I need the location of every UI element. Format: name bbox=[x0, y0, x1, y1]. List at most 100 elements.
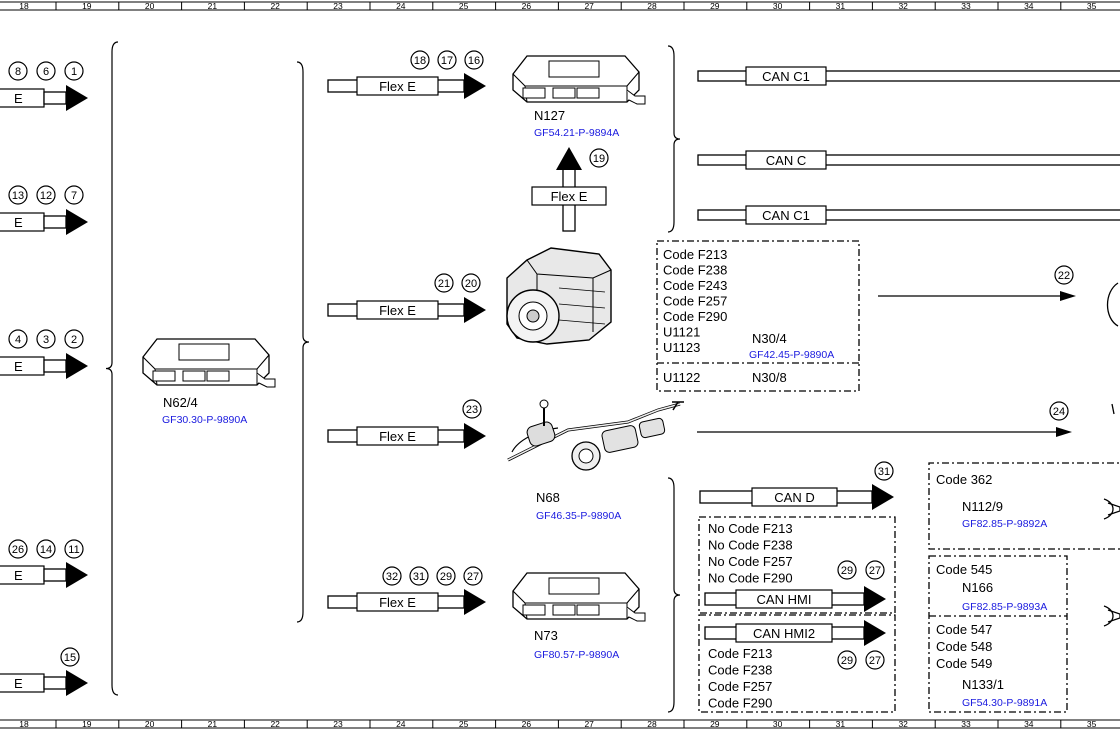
flex-e-label-box bbox=[356, 426, 439, 446]
right-edge-component bbox=[1106, 282, 1119, 327]
left-arrowhead bbox=[66, 85, 88, 111]
left-callout-circle bbox=[36, 61, 56, 81]
n127-ref: GF54.21-P-9894A bbox=[534, 127, 619, 139]
can-bus bbox=[697, 209, 1120, 221]
ruler-number: 29 bbox=[710, 719, 720, 729]
left-callout-number: 4 bbox=[15, 334, 21, 346]
plug-icon bbox=[1103, 605, 1120, 627]
left-arrowhead bbox=[66, 670, 88, 696]
callout-22-number: 22 bbox=[1058, 270, 1070, 282]
plug-icon-shape bbox=[1103, 605, 1120, 627]
left-callout-number: 2 bbox=[71, 334, 77, 346]
left-line-label: E bbox=[14, 91, 23, 106]
left-bus bbox=[43, 215, 67, 229]
plug-icon-shape bbox=[1103, 498, 1120, 520]
n62-name: N62/4 bbox=[163, 395, 198, 410]
left-bus bbox=[43, 676, 67, 690]
left-brace bbox=[105, 41, 119, 696]
callout-31-number: 31 bbox=[878, 466, 890, 478]
ruler-number: 31 bbox=[836, 719, 846, 729]
right-edge-component bbox=[1111, 403, 1115, 415]
flex-callout-number: 20 bbox=[465, 278, 477, 290]
ruler-number: 19 bbox=[82, 719, 92, 729]
ruler-number: 24 bbox=[396, 719, 406, 729]
esp-code: Code F243 bbox=[663, 278, 727, 293]
left-callout-number: 12 bbox=[40, 190, 52, 202]
can-hmi-label-box bbox=[735, 589, 833, 609]
ruler-number: 23 bbox=[333, 1, 343, 11]
hmi-code: No Code F257 bbox=[708, 554, 793, 569]
left-callout-circle bbox=[8, 329, 28, 349]
flex-callout-circle bbox=[436, 566, 456, 586]
esp-code-box bbox=[656, 240, 860, 392]
ruler-number: 25 bbox=[459, 719, 469, 729]
left-callout-number: 26 bbox=[12, 544, 24, 556]
left-line-label: E bbox=[14, 215, 23, 230]
flex-callout-number: 18 bbox=[414, 55, 426, 67]
right-box2-code: Code 545 bbox=[936, 562, 992, 577]
arrow-24-head bbox=[1056, 427, 1072, 437]
left-arrowhead bbox=[66, 562, 88, 588]
flex-e-arrowhead bbox=[464, 423, 486, 449]
ruler-number: 18 bbox=[19, 719, 29, 729]
can-brace bbox=[667, 45, 681, 233]
left-callout-number: 13 bbox=[12, 190, 24, 202]
ruler-number: 22 bbox=[270, 719, 280, 729]
left-callout-number: 7 bbox=[71, 190, 77, 202]
flex-callout-circle bbox=[462, 399, 482, 419]
ruler-number: 22 bbox=[270, 1, 280, 11]
can-line-label: CAN C bbox=[766, 153, 806, 168]
flex-e-label: Flex E bbox=[379, 79, 416, 94]
flex-e-label-box bbox=[356, 76, 439, 96]
can-hmi-arrowhead bbox=[864, 586, 886, 612]
left-callout-circle bbox=[36, 329, 56, 349]
right-box1-ref: GF82.85-P-9892A bbox=[962, 518, 1047, 530]
flex-callout-number: 23 bbox=[466, 404, 478, 416]
left-callout-circle bbox=[64, 329, 84, 349]
ruler-number: 27 bbox=[584, 719, 594, 729]
can-d-label: CAN D bbox=[774, 490, 814, 505]
left-line-label: E bbox=[14, 359, 23, 374]
flex-callout-number: 31 bbox=[413, 571, 425, 583]
flex-callout-number: 32 bbox=[386, 571, 398, 583]
ruler-number: 27 bbox=[584, 1, 594, 11]
hmi2-code: Code F290 bbox=[708, 696, 772, 711]
ruler-number: 21 bbox=[208, 719, 218, 729]
ruler-number: 20 bbox=[145, 719, 155, 729]
right-box3-code: Code 548 bbox=[936, 639, 992, 654]
ruler-number: 28 bbox=[647, 719, 657, 729]
esp-code2: U1122 bbox=[663, 370, 700, 385]
can-line-label: CAN C1 bbox=[762, 208, 810, 223]
hmi2-code: Code F238 bbox=[708, 663, 772, 678]
esp-code: U1121 bbox=[663, 325, 700, 340]
hmi2-code: Code F213 bbox=[708, 646, 772, 661]
callout-31-circle bbox=[874, 461, 894, 481]
ruler-number: 31 bbox=[836, 1, 846, 11]
hmi2-code-box bbox=[698, 614, 896, 713]
n62-ref: GF30.30-P-9890A bbox=[162, 414, 247, 426]
ruler-number: 19 bbox=[82, 1, 92, 11]
flex-callout-number: 21 bbox=[438, 278, 450, 290]
flex-callout-circle bbox=[382, 566, 402, 586]
ruler-number: 26 bbox=[522, 1, 532, 11]
hmi2-callout-number: 29 bbox=[841, 655, 853, 667]
left-callout-number: 15 bbox=[64, 652, 76, 664]
left-bus bbox=[43, 568, 67, 582]
right-box2-ref: GF82.85-P-9893A bbox=[962, 601, 1047, 613]
callout-24-circle bbox=[1049, 401, 1069, 421]
flex-callout-circle bbox=[434, 273, 454, 293]
steering-gear-image bbox=[506, 398, 686, 472]
callout-24-number: 24 bbox=[1053, 406, 1065, 418]
hmi2-callout-number: 27 bbox=[869, 655, 881, 667]
ruler-number: 32 bbox=[898, 1, 908, 11]
esp-code: U1123 bbox=[663, 340, 700, 355]
ruler-number: 30 bbox=[773, 719, 783, 729]
hmi2-callout-circle bbox=[837, 650, 857, 670]
flex-up-label-box bbox=[531, 186, 607, 206]
ruler-number: 34 bbox=[1024, 1, 1034, 11]
hmi-code: No Code F213 bbox=[708, 521, 793, 536]
left-callout-circle bbox=[36, 539, 56, 559]
flex-e-label: Flex E bbox=[379, 595, 416, 610]
can-line-label: CAN C1 bbox=[762, 69, 810, 84]
flex-callout-circle bbox=[437, 50, 457, 70]
